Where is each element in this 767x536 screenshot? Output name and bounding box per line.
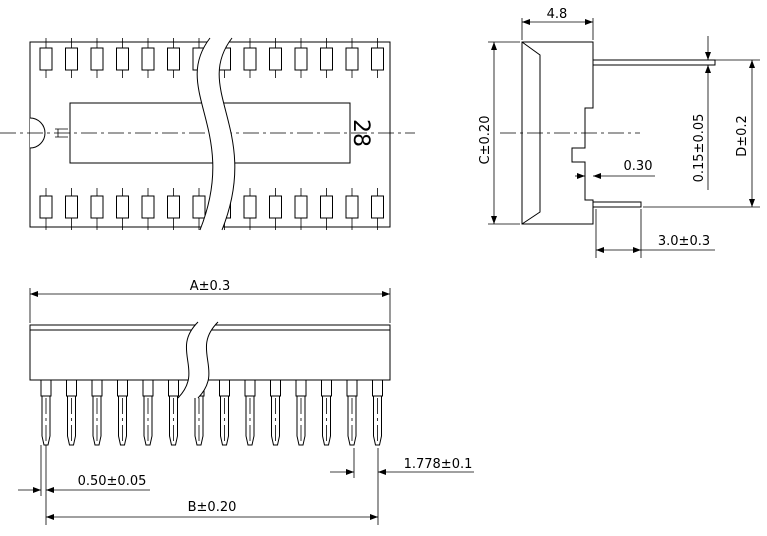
overall-height-label: D±0.2 bbox=[735, 115, 750, 157]
pin-lead bbox=[143, 396, 153, 446]
pin-lead bbox=[118, 396, 127, 446]
break-line-left bbox=[196, 37, 214, 231]
body-length-label: A±0.3 bbox=[190, 279, 230, 294]
pin-slot bbox=[90, 195, 104, 219]
dim-arrows bbox=[346, 469, 386, 475]
side-upper-pin bbox=[592, 59, 716, 66]
dim-arrows bbox=[522, 19, 593, 25]
dim-arrows bbox=[33, 487, 54, 493]
pin-slot bbox=[141, 195, 155, 219]
pin-slot bbox=[294, 195, 308, 219]
pin-shoulder bbox=[346, 379, 358, 397]
pin-shoulder bbox=[372, 379, 383, 397]
dim-arrows bbox=[577, 173, 601, 179]
pin-lead bbox=[322, 396, 331, 446]
top-view: 28 bbox=[0, 37, 415, 231]
pin-slot bbox=[65, 47, 78, 71]
side-view-inner-edge bbox=[521, 41, 541, 225]
break-gap bbox=[197, 38, 235, 230]
pin-shoulder bbox=[66, 379, 77, 397]
pin-shoulder bbox=[91, 379, 103, 397]
pin-slot bbox=[371, 47, 384, 71]
pin-length-label: 3.0±0.3 bbox=[658, 234, 710, 249]
pin-slot bbox=[320, 195, 333, 219]
pin-slot bbox=[243, 47, 257, 71]
pin-slot bbox=[116, 195, 129, 219]
pin-lead bbox=[373, 396, 382, 446]
pin-lead bbox=[169, 396, 178, 446]
pin-slot bbox=[192, 195, 206, 219]
step-dimension-label: 0.30 bbox=[624, 159, 653, 174]
pin-slot bbox=[269, 195, 282, 219]
dim-arrows bbox=[705, 52, 711, 73]
pin-width-label: 0.50±0.05 bbox=[78, 474, 147, 489]
pin-lead bbox=[296, 396, 306, 446]
pin-pitch-label: 1.778±0.1 bbox=[404, 457, 473, 472]
bottom-row-pin-slots bbox=[39, 188, 384, 230]
pin-slot bbox=[39, 47, 53, 71]
height-dimension-label: C±0.20 bbox=[478, 116, 493, 165]
pin-shoulder bbox=[219, 379, 230, 397]
pin-lead bbox=[92, 396, 102, 446]
pin-slot bbox=[345, 195, 359, 219]
pin-shoulder bbox=[270, 379, 281, 397]
pin-lead bbox=[271, 396, 280, 446]
pin-slot bbox=[116, 47, 129, 71]
pin-slot bbox=[39, 195, 53, 219]
pin-lead bbox=[347, 396, 357, 446]
pin-slot bbox=[141, 47, 155, 71]
pin-shoulder bbox=[295, 379, 307, 397]
side-view-outline bbox=[521, 41, 594, 225]
pin-thickness-label: 0.15±0.05 bbox=[692, 114, 707, 183]
pin-lead bbox=[245, 396, 255, 446]
front-break-line-left bbox=[177, 321, 199, 399]
front-view-pins bbox=[40, 379, 383, 446]
pin-shoulder bbox=[117, 379, 128, 397]
break-line-right bbox=[218, 37, 236, 231]
pin-shoulder bbox=[321, 379, 332, 397]
front-break-line-right bbox=[197, 321, 219, 399]
pin-shoulder bbox=[244, 379, 256, 397]
pin-slot bbox=[371, 195, 384, 219]
pin-lead bbox=[194, 396, 204, 446]
pin-slot bbox=[167, 195, 180, 219]
pin-slot bbox=[65, 195, 78, 219]
pin-slot bbox=[167, 47, 180, 71]
pin-shoulder bbox=[40, 379, 52, 397]
pin-slot bbox=[90, 47, 104, 71]
pin-slot bbox=[294, 47, 308, 71]
side-view: 4.8 C±0.20 0.15±0.05 D±0.2 0.30 3.0±0.3 bbox=[478, 7, 760, 258]
pin-lead bbox=[67, 396, 76, 446]
pin-lead bbox=[220, 396, 229, 446]
pin-count-marking: 28 bbox=[348, 119, 373, 147]
side-lower-pin bbox=[592, 201, 642, 208]
front-view: A±0.3 1.778±0.1 0.50±0.05 B±0.20 bbox=[18, 279, 474, 525]
pin-slot bbox=[345, 47, 359, 71]
pin-slot bbox=[269, 47, 282, 71]
pin-slot bbox=[320, 47, 333, 71]
pin-slot bbox=[243, 195, 257, 219]
width-dimension-label: 4.8 bbox=[547, 7, 568, 22]
pin-span-label: B±0.20 bbox=[188, 500, 237, 515]
front-break-gap bbox=[178, 322, 218, 398]
pin-shoulder bbox=[168, 379, 179, 397]
pin-shoulder bbox=[142, 379, 154, 397]
